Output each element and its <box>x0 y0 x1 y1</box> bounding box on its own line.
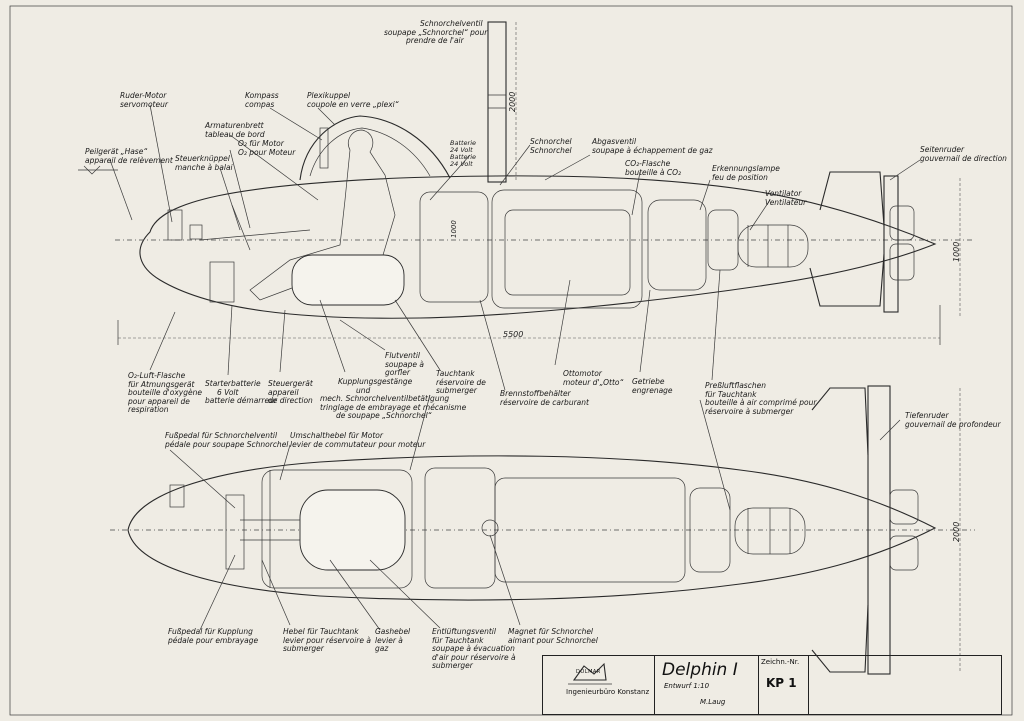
label-flutventil: Flutventil soupape à gorfler <box>385 351 424 377</box>
label-brennstoff: Brennstoffbehälter réservoire de carbura… <box>500 389 589 407</box>
snorkel-mast <box>487 21 507 183</box>
plan-hull <box>127 455 937 601</box>
label-pressluft: Preßluftflaschen für Tauchtank bouteille… <box>705 381 817 416</box>
label-hebel-tauchtank: Hebel für Tauchtank levier pour réservoi… <box>283 627 371 653</box>
side-hull <box>139 175 937 319</box>
sheet-border <box>9 5 1013 716</box>
title-block-company-cell <box>543 656 655 714</box>
label-gashebel: Gashebel levier à gaz <box>375 627 411 653</box>
label-tiefenruder: Tiefenruder gouvernail de profondeur <box>905 411 1001 429</box>
company-name: Ingenieurbüro Konstanz <box>566 688 650 696</box>
label-ventilator: Ventilator Ventilateur <box>765 189 807 207</box>
label-co2-flasche: CO₂-Flasche bouteille à CO₂ <box>625 159 682 177</box>
label-tauchtank: Tauchtank réservoire de submerger <box>436 369 486 395</box>
side-view-leaders <box>109 104 921 391</box>
pressluft-bottles <box>737 224 809 268</box>
label-umschalthebel: Umschalthebel für Motor levier de commut… <box>290 431 426 449</box>
label-abgasventil: Abgasventil soupape à échappement de gaz <box>592 137 713 155</box>
title-block-number-cell <box>759 656 809 714</box>
canopy <box>299 115 451 181</box>
label-plexikuppel: Plexikuppel coupole en verre „plexi“ <box>307 91 399 109</box>
label-armaturenbrett: Armaturenbrett tableau de bord <box>205 121 265 139</box>
seat <box>299 489 406 571</box>
label-getriebe: Getriebe engrenage <box>632 377 673 395</box>
dim-snorkel: 2000 <box>508 91 517 112</box>
plan-view-leaders <box>169 394 901 631</box>
title-block-title-cell <box>655 656 759 714</box>
drawing-title: Delphin I <box>662 660 738 680</box>
company-logo <box>568 662 612 685</box>
label-entlueftung: Entlüftungsventil für Tauchtank soupape … <box>432 627 516 670</box>
label-seitenruder: Seitenruder gouvernail de direction <box>920 145 1007 163</box>
label-schnorchelventil: Schnorchelventil soupape „Schnorchel“ po… <box>384 19 488 45</box>
otto-engine <box>504 209 631 296</box>
label-ottomotor: Ottomotor moteur d'„Otto“ <box>563 369 624 387</box>
label-ruder-motor: Ruder-Motor servomoteur <box>120 91 168 109</box>
label-o2-luft: O₂-Luft-Flasche für Atmungsgerät bouteil… <box>128 371 202 414</box>
vertical-fin <box>819 171 885 227</box>
label-batterie: Batterie 24 Volt Batterie 24 Volt <box>450 139 477 168</box>
label-erkennungslampe: Erkennungslampe feu de position <box>712 164 780 182</box>
label-starterbatterie: Starterbatterie 6 Volt batterie démarreu… <box>205 379 277 405</box>
dim-length: 5500 <box>503 330 524 339</box>
label-fusspedal-schnorchel: Fußpedal für Schnorchelventil pédale pou… <box>165 431 289 449</box>
label-magnet: Magnet für Schnorchel aimant pour Schnor… <box>508 627 598 645</box>
pilot-outline <box>249 129 396 301</box>
label-steuerknueppel: Steuerknüppel manche à balai <box>175 154 233 172</box>
dim-height: 1000 <box>952 241 961 262</box>
label-schnorchel: Schnorchel Schnorchel <box>530 137 572 155</box>
elevator <box>867 385 891 675</box>
dim-hatch: 1000 <box>450 220 458 238</box>
label-kompass: Kompass compas <box>245 91 279 109</box>
starter-battery <box>209 261 235 303</box>
horizontal-stabilizer <box>811 387 869 456</box>
label-o2-motor: O₂ für Motor O₂ pour Moteur <box>238 139 296 157</box>
label-fusspedal-kupplung: Fußpedal für Kupplung pédale pour embray… <box>168 627 259 645</box>
dim-width: 2000 <box>952 521 961 542</box>
fuel-tank <box>491 189 643 309</box>
signature: M.Laug <box>700 698 726 706</box>
side-view <box>78 21 975 345</box>
label-peilgeraet: Peilgerät „Hase“ appareil de relèvement <box>85 147 173 165</box>
drawing-subtitle: Entwurf 1:10 <box>664 682 710 690</box>
label-steuergeraet: Steuergerät appareil de direction <box>268 379 313 405</box>
drawing-number-label: Zeichn.-Nr. <box>761 658 800 666</box>
o2-bottles <box>291 254 405 306</box>
drawing-number: KP 1 <box>766 676 797 690</box>
title-block <box>542 655 1002 715</box>
logo-text: DOLMAR <box>576 669 601 675</box>
plan-view <box>110 385 975 675</box>
label-kupplung: Kupplungsgestänge und mech. Schnorchelve… <box>320 377 467 420</box>
